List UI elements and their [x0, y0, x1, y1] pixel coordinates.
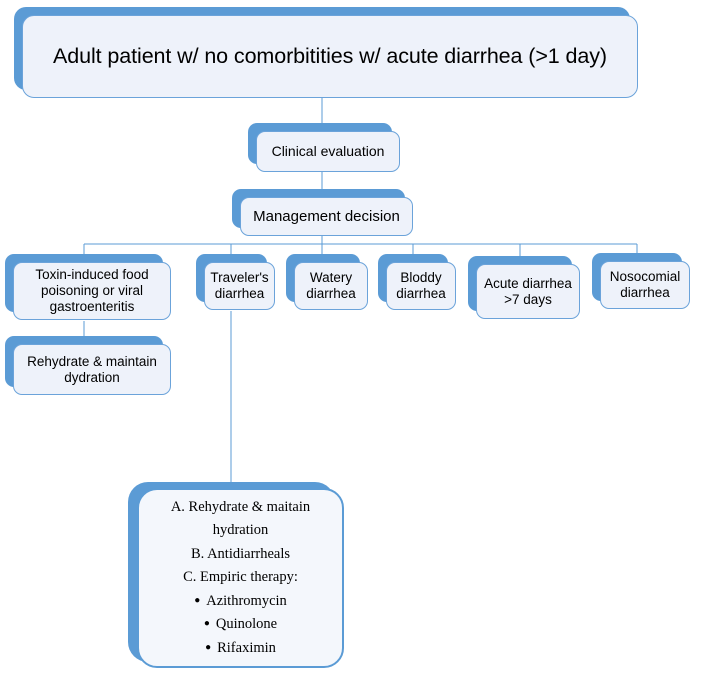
node-nosocomial-diarrhea-face: Nosocomial diarrhea	[600, 261, 690, 309]
node-bloody-diarrhea[interactable]: Bloddy diarrhea	[378, 254, 456, 310]
node-clinical-evaluation[interactable]: Clinical evaluation	[248, 123, 400, 172]
treatment-bullet-0: Azithromycin	[149, 590, 332, 613]
node-travelers-diarrhea-face: Traveler's diarrhea	[204, 262, 275, 310]
node-treatment-plan-face: A. Rehydrate & maitain hydration B. Anti…	[137, 488, 344, 668]
node-watery-diarrhea[interactable]: Watery diarrhea	[286, 254, 368, 310]
node-watery-diarrhea-face: Watery diarrhea	[294, 262, 368, 310]
node-toxin-induced[interactable]: Toxin-induced food poisoning or viral ga…	[5, 254, 171, 320]
treatment-bullet-2: Rifaximin	[149, 637, 332, 660]
node-bloody-diarrhea-face: Bloddy diarrhea	[386, 262, 456, 310]
node-clinical-evaluation-face: Clinical evaluation	[256, 131, 400, 172]
node-watery-diarrhea-label: Watery diarrhea	[306, 270, 356, 301]
node-rehydrate-maintain[interactable]: Rehydrate & maintain dydration	[5, 336, 171, 395]
treatment-line-a: A. Rehydrate & maitain hydration	[170, 498, 311, 539]
node-travelers-diarrhea-label: Traveler's diarrhea	[210, 270, 269, 301]
node-nosocomial-diarrhea[interactable]: Nosocomial diarrhea	[592, 253, 690, 309]
node-treatment-plan[interactable]: A. Rehydrate & maitain hydration B. Anti…	[128, 482, 344, 668]
node-title[interactable]: Adult patient w/ no comorbitities w/ acu…	[14, 7, 638, 98]
node-toxin-induced-label: Toxin-induced food poisoning or viral ga…	[35, 267, 149, 314]
node-rehydrate-maintain-face: Rehydrate & maintain dydration	[13, 344, 171, 395]
treatment-plan-list: A. Rehydrate & maitain hydration B. Anti…	[149, 496, 332, 660]
node-title-face: Adult patient w/ no comorbitities w/ acu…	[22, 15, 638, 98]
node-acute-diarrhea-label: Acute diarrhea >7 days	[484, 275, 572, 307]
node-management-decision-label: Management decision	[253, 207, 400, 225]
treatment-line-c: C. Empiric therapy:	[183, 569, 298, 586]
treatment-bullet-1: Quinolone	[149, 613, 332, 636]
node-acute-diarrhea[interactable]: Acute diarrhea >7 days	[468, 256, 580, 319]
node-rehydrate-maintain-label: Rehydrate & maintain dydration	[27, 353, 157, 385]
node-bloody-diarrhea-label: Bloddy diarrhea	[396, 270, 446, 301]
node-management-decision[interactable]: Management decision	[232, 189, 413, 236]
node-travelers-diarrhea[interactable]: Traveler's diarrhea	[196, 254, 275, 310]
node-management-decision-face: Management decision	[240, 197, 413, 236]
node-title-label: Adult patient w/ no comorbitities w/ acu…	[53, 43, 607, 68]
treatment-line-b: B. Antidiarrheals	[190, 545, 291, 562]
node-toxin-induced-face: Toxin-induced food poisoning or viral ga…	[13, 262, 171, 320]
node-clinical-evaluation-label: Clinical evaluation	[271, 143, 385, 160]
node-acute-diarrhea-face: Acute diarrhea >7 days	[476, 264, 580, 319]
node-nosocomial-diarrhea-label: Nosocomial diarrhea	[609, 269, 681, 300]
